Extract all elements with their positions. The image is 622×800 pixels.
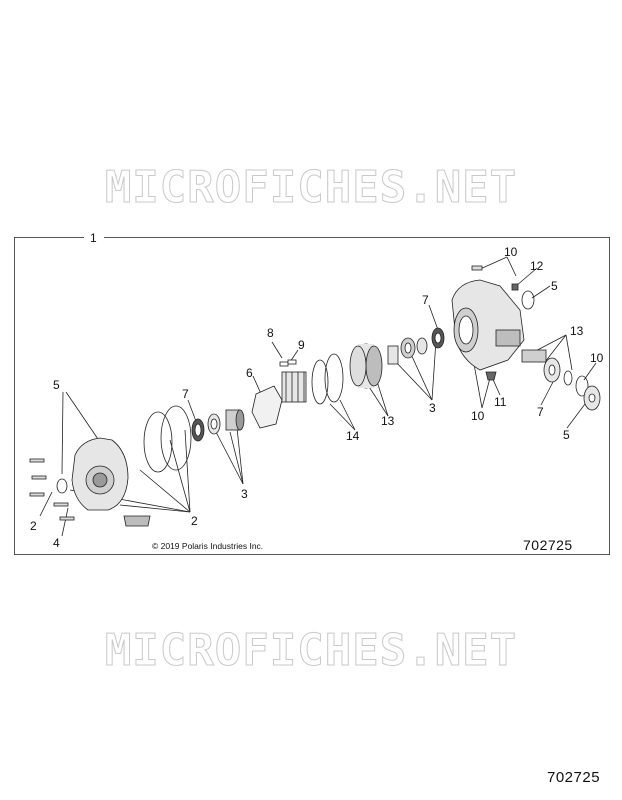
callout-6: 6 [246,366,253,380]
rear-housing [451,279,525,371]
callout-11: 11 [494,395,507,409]
callout-3-left: 3 [241,487,248,501]
figure-code: 702725 [523,537,573,553]
pin [279,361,289,367]
spring [287,359,297,365]
callout-9: 9 [298,338,305,352]
frame-label-gap [84,230,104,244]
watermark-top: MICROFICHES.NET [104,162,518,214]
front-housing [56,437,129,511]
callout-10-right: 10 [590,351,604,365]
callout-2-bottom: 2 [191,514,198,528]
snap-ring [563,370,573,386]
callout-8: 8 [267,326,274,340]
callout-3-right: 3 [429,401,436,415]
watermark-bottom: MICROFICHES.NET [104,625,518,677]
page-code: 702725 [547,769,601,786]
drain-plug [485,371,497,381]
shim-14a [311,359,329,405]
diagram-frame [14,237,610,555]
bolts-left [29,458,75,521]
parts [29,265,601,527]
callout-labels: 1 2 2 3 3 4 5 5 5 6 7 7 7 8 9 10 10 10 1… [30,231,604,550]
cover-plate [251,385,283,429]
bearing-right-3 [416,337,428,355]
pinion-shaft [521,349,547,363]
callout-7-right: 7 [537,405,544,419]
callout-5-top: 5 [551,279,558,293]
callout-5-left: 5 [53,378,60,392]
callout-1: 1 [90,231,97,245]
callout-13-mid: 13 [381,414,395,428]
callout-10-top: 10 [504,245,518,259]
seal-right [575,375,589,397]
bearing-right [387,345,399,365]
copyright-notice: © 2019 Polaris Industries Inc. [152,541,264,551]
seal-top [521,290,535,310]
callout-5-bottom: 5 [563,428,570,442]
callout-4: 4 [53,536,60,550]
callout-13-right: 13 [570,324,584,338]
shim-14b [324,353,344,403]
callout-7-left: 7 [182,387,189,401]
vent [511,283,519,291]
callout-12: 12 [530,259,544,273]
callout-2-left: 2 [30,519,37,533]
bolt-top [471,265,483,271]
o-ring-large [143,411,173,473]
callout-10-bottom: 10 [471,409,485,423]
o-ring-large-2 [160,405,192,471]
callout-7-mid: 7 [422,293,429,307]
callout-14: 14 [346,429,360,443]
shim-stack [123,515,151,527]
